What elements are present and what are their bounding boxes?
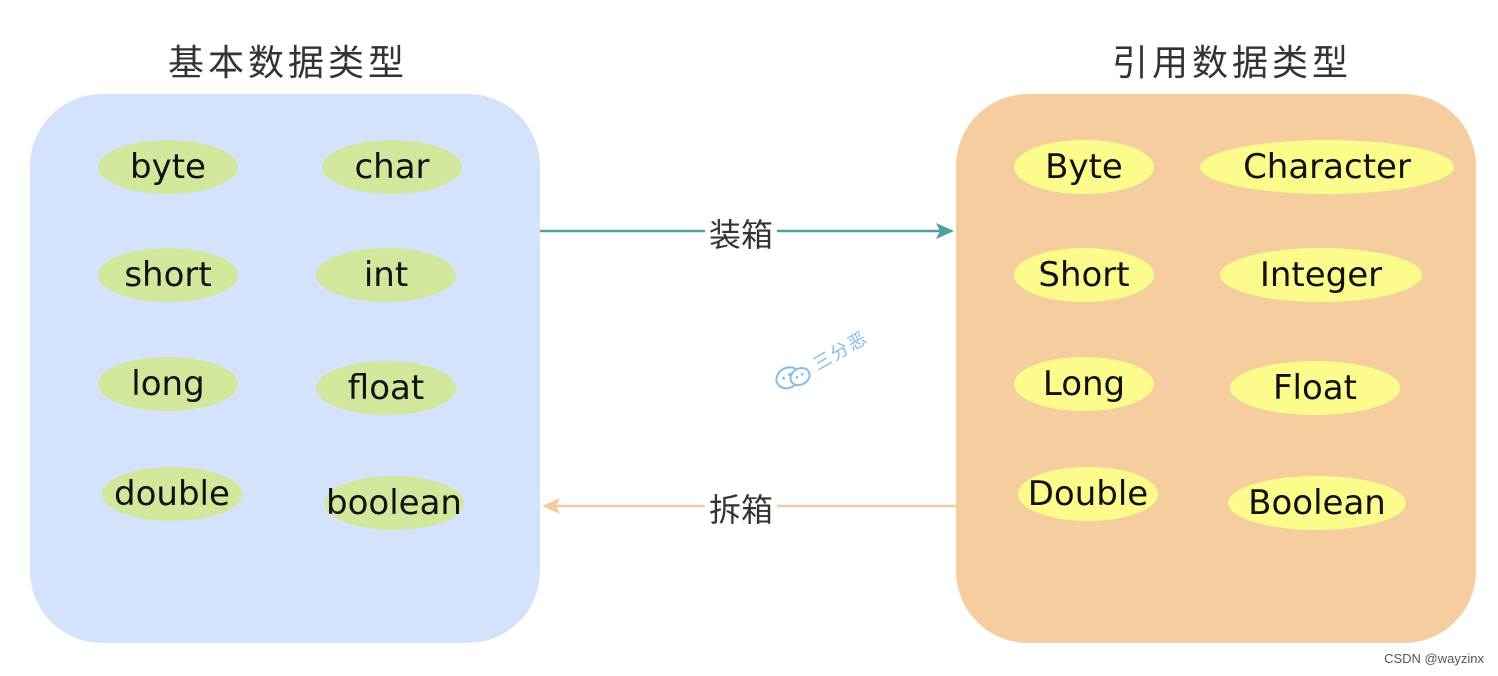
type-double: double [102, 467, 242, 521]
unboxing-label: 拆箱 [705, 485, 778, 531]
unboxing-arrowhead [542, 498, 560, 514]
type-Double: Double [1018, 467, 1158, 521]
type-int: int [316, 248, 456, 302]
type-short: short [98, 248, 238, 302]
wechat-icon [775, 366, 811, 390]
type-Long: Long [1014, 357, 1154, 411]
type-long: long [98, 357, 238, 411]
reference-types-title: 引用数据类型 [1112, 43, 1353, 84]
watermark: 三分恶 [769, 322, 874, 400]
credit-text: CSDN @wayzinx [1384, 651, 1484, 666]
boxing-label: 装箱 [705, 210, 778, 256]
type-float: float [316, 361, 456, 415]
type-Boolean: Boolean [1228, 476, 1406, 530]
type-boolean: boolean [324, 476, 464, 530]
type-Integer: Integer [1220, 248, 1422, 302]
type-char: char [322, 140, 462, 194]
type-Byte: Byte [1014, 140, 1154, 194]
type-Character: Character [1200, 140, 1454, 194]
boxing-arrowhead [936, 223, 954, 239]
type-byte: byte [98, 140, 238, 194]
primitive-types-title: 基本数据类型 [168, 43, 409, 84]
type-Short: Short [1014, 248, 1154, 302]
type-Float: Float [1230, 361, 1400, 415]
